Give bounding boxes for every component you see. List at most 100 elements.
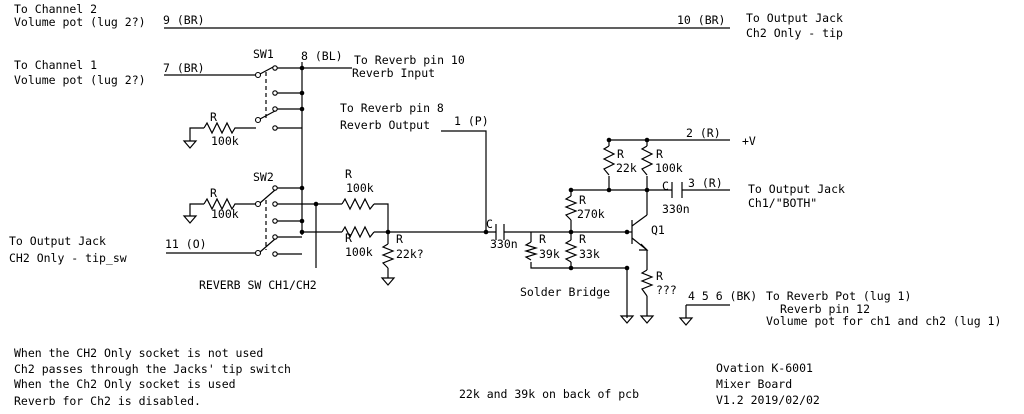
labels: To Channel 2 Volume pot (lug 2?) 9 (BR) … xyxy=(9,2,1001,328)
ch2-label-2: Volume pot (lug 2?) xyxy=(14,15,146,29)
pin-3: 3 (R) xyxy=(688,176,723,190)
junction xyxy=(299,218,305,224)
ch2-label-1: To Channel 2 xyxy=(14,2,97,16)
junction xyxy=(606,187,612,193)
c-in-letter: C xyxy=(486,217,493,231)
ground-symbol xyxy=(678,317,694,326)
r-270k-value: 270k xyxy=(577,207,605,221)
resistor-zigzag xyxy=(203,121,256,135)
note-line-2: Ch2 passes through the Jacks' tip switch xyxy=(14,362,291,376)
junction xyxy=(624,229,630,235)
ground-symbol xyxy=(182,215,198,224)
note-line-1: When the CH2 Only socket is not used xyxy=(14,346,263,360)
reverb-sw-label: REVERB SW CH1/CH2 xyxy=(199,278,317,292)
notes: When the CH2 Only socket is not used Ch2… xyxy=(14,346,639,408)
wire-reverb-out xyxy=(441,130,487,232)
transistor-q1 xyxy=(631,214,649,251)
sw2-label: SW2 xyxy=(253,170,274,184)
junction xyxy=(299,65,305,71)
r-33k-value: 33k xyxy=(579,247,600,261)
r-33k-letter: R xyxy=(579,232,586,246)
q1-label: Q1 xyxy=(651,223,665,237)
r-sw2-value: 100k xyxy=(211,207,239,221)
out-jack-sw-1: To Output Jack xyxy=(9,234,106,248)
switch-contact xyxy=(272,125,278,131)
wires xyxy=(164,27,730,318)
r-100k-letter: R xyxy=(656,147,663,161)
switch-sw1 xyxy=(254,65,278,131)
switch-contact xyxy=(254,71,262,79)
pin-11: 11 (O) xyxy=(165,237,207,251)
transistor-arrow xyxy=(639,243,649,251)
reverb8-2: Reverb Output xyxy=(340,118,430,132)
ground-symbol xyxy=(639,315,655,324)
switch-sw2 xyxy=(254,185,278,257)
reverb8-1: To Reverb pin 8 xyxy=(340,101,444,115)
switch-contact xyxy=(272,251,278,257)
switch-contact xyxy=(272,90,278,96)
resistor-sw1-pulldown xyxy=(182,121,256,149)
pin-2: 2 (R) xyxy=(686,126,721,140)
junction xyxy=(299,229,305,235)
c-out-letter: C xyxy=(662,179,669,193)
junction xyxy=(606,137,612,143)
r-sw2-letter: R xyxy=(210,186,217,200)
resistor-wire xyxy=(189,203,204,216)
title-line-2: Mixer Board xyxy=(716,377,792,391)
switch-lever xyxy=(259,189,276,204)
r-mix-top-letter: R xyxy=(345,167,352,181)
sw1-label: SW1 xyxy=(253,47,274,61)
r-22k-value: 22k xyxy=(616,161,637,175)
switch-contact xyxy=(272,65,278,71)
note-line-4: Reverb for Ch2 is disabled. xyxy=(14,394,201,408)
r-sw1-letter: R xyxy=(210,110,217,124)
switch-contact xyxy=(272,234,278,240)
junction xyxy=(624,265,630,271)
out-jack-top-1: To Output Jack xyxy=(746,11,843,25)
r-22kq-value: 22k? xyxy=(396,247,424,261)
reverb-pot-3: Volume pot for ch1 and ch2 (lug 1) xyxy=(766,314,1001,328)
junction xyxy=(568,265,574,271)
out-jack-both-2: Ch1/"BOTH" xyxy=(748,196,817,210)
switch-contact xyxy=(272,185,278,191)
reverb10-1: To Reverb pin 10 xyxy=(354,53,465,67)
ground-symbol xyxy=(380,277,396,286)
resistor-33k xyxy=(564,239,578,263)
resistor-zigzag xyxy=(203,197,256,211)
switch-lever xyxy=(259,110,276,120)
wire-39k-bot xyxy=(530,262,628,318)
switch-contact xyxy=(272,201,278,207)
junction xyxy=(299,106,305,112)
resistor-emitter xyxy=(640,269,654,297)
pin-7: 7 (BR) xyxy=(163,61,205,75)
resistor-mix-bot xyxy=(341,225,375,239)
ch1-label-1: To Channel 1 xyxy=(14,58,97,72)
r-emit-letter: R xyxy=(656,269,663,283)
junction xyxy=(644,187,650,193)
switch-contact xyxy=(272,218,278,224)
r-39k-letter: R xyxy=(539,232,546,246)
pins-456: 4 5 6 (BK) xyxy=(688,289,757,303)
switch-contact xyxy=(272,106,278,112)
c-in-value: 330n xyxy=(490,237,518,251)
r-sw1-value: 100k xyxy=(211,134,239,148)
switch-lever xyxy=(259,238,276,253)
pin-1: 1 (P) xyxy=(454,114,489,128)
wire-mix-out-top xyxy=(374,203,389,232)
junction xyxy=(568,229,574,235)
component-labels: R 100k R 100k R 100k R 100k R 22k? C 330… xyxy=(210,110,690,297)
switch-contact xyxy=(254,249,262,257)
junctions xyxy=(299,65,650,271)
switch-contact xyxy=(254,200,262,208)
r-22kq-letter: R xyxy=(396,232,403,246)
out-jack-both-1: To Output Jack xyxy=(748,182,845,196)
junction xyxy=(313,201,319,207)
resistor-39k xyxy=(523,241,539,261)
r-mix-bot-letter: R xyxy=(345,231,352,245)
resistor-sw2-pulldown xyxy=(182,197,256,224)
solder-bridge: Solder Bridge xyxy=(520,285,610,299)
r-22k-letter: R xyxy=(617,147,624,161)
resistor-wire xyxy=(189,127,204,141)
resistor-100k-col xyxy=(640,145,654,176)
reverb-pot-2: Reverb pin 12 xyxy=(780,302,870,316)
